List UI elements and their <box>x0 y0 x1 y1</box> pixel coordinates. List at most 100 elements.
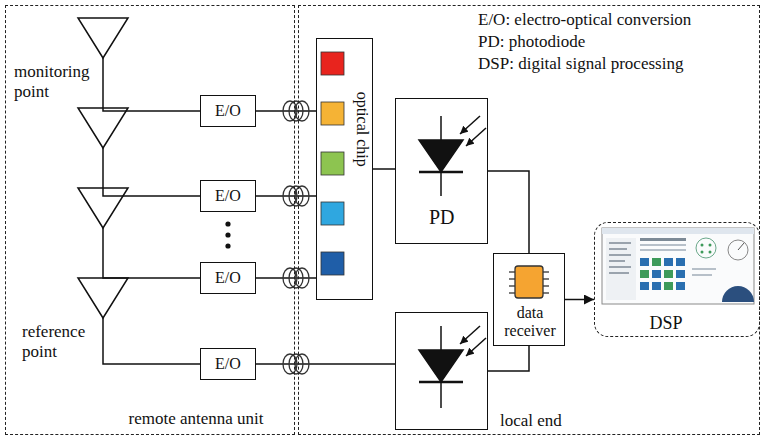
dot <box>225 243 230 248</box>
window-frame <box>602 228 754 304</box>
data-block <box>676 270 685 278</box>
chip-pin <box>509 278 515 279</box>
constellation-dot <box>701 251 704 254</box>
antenna-wire <box>103 58 200 111</box>
plot-line <box>692 268 716 270</box>
node-label: E/O <box>215 355 241 373</box>
spectrum-dome <box>722 286 754 302</box>
photodiode-symbol <box>419 116 486 196</box>
panel-line <box>609 242 631 244</box>
photodiode-box: PD <box>395 98 488 244</box>
diode-triangle <box>419 140 463 172</box>
receiver-chip-icon <box>509 266 549 298</box>
window-titlebar <box>602 228 754 234</box>
signal-line <box>256 110 316 112</box>
constellation-dot <box>709 251 712 254</box>
signal-line <box>488 171 529 253</box>
data-block <box>664 270 673 278</box>
antenna-symbol <box>78 278 128 318</box>
data-block <box>640 258 649 266</box>
node-label: PD <box>429 206 455 229</box>
table-line <box>640 244 686 246</box>
fiber-coil <box>289 354 303 374</box>
plot-line <box>692 274 712 276</box>
panel-line <box>609 248 627 250</box>
side-panel <box>606 238 636 300</box>
data-block <box>652 270 661 278</box>
table-line <box>640 249 686 251</box>
abbreviation-note: DSP: digital signal processing <box>478 54 683 74</box>
data-block <box>676 282 685 290</box>
chip-box: optical chip <box>316 38 373 300</box>
processing-panel: DSP <box>594 222 760 337</box>
light-arrow <box>466 338 486 356</box>
channel-square <box>321 52 344 75</box>
chip-channels <box>321 52 344 275</box>
chip-pin <box>509 292 515 293</box>
chip-pin <box>509 285 515 286</box>
chip-body <box>515 266 543 298</box>
gauge-needle <box>738 243 744 250</box>
converter-box: E/O <box>200 95 256 127</box>
gauge <box>728 240 748 260</box>
constellation-dot <box>701 244 704 247</box>
light-arrow <box>460 116 480 134</box>
light-arrow <box>460 326 480 344</box>
fiber-coil <box>289 101 303 121</box>
node-label: E/O <box>215 269 241 287</box>
antenna-symbol <box>78 108 128 148</box>
diode-lead <box>440 116 442 140</box>
data-block <box>676 258 685 266</box>
node-label: E/O <box>215 102 241 120</box>
chip-pin <box>509 271 515 272</box>
chip-pin <box>543 292 549 293</box>
dsp-screenshot <box>602 228 754 304</box>
converter-box: E/O <box>200 348 256 380</box>
data-block <box>652 258 661 266</box>
chip-pin <box>543 285 549 286</box>
photodiode-box <box>395 312 488 430</box>
antenna-label: monitoring point <box>14 62 104 101</box>
channel-square <box>321 202 344 225</box>
fiber-coils <box>283 101 309 374</box>
antenna-wire <box>103 228 200 278</box>
antenna-wire <box>103 318 200 364</box>
fiber-coil <box>289 186 303 206</box>
signal-line <box>256 195 316 197</box>
antenna-wire <box>103 148 200 196</box>
constellation-dot <box>709 244 712 247</box>
node-label: E/O <box>215 187 241 205</box>
chip-pin <box>543 278 549 279</box>
signal-line <box>565 299 594 301</box>
constellation-plot <box>696 238 716 258</box>
antenna-group <box>78 18 200 364</box>
channel-square <box>321 252 344 275</box>
data-block <box>664 282 673 290</box>
diode-lead <box>440 382 442 408</box>
panel-line <box>609 254 631 256</box>
dot <box>225 221 230 226</box>
photodiode-symbol <box>419 326 486 408</box>
channel-square <box>321 102 344 125</box>
signal-line <box>488 346 529 371</box>
panel-line <box>609 272 629 274</box>
light-arrow <box>466 128 486 146</box>
signal-line <box>373 168 395 170</box>
diode-lead <box>440 172 442 196</box>
node-label: data receiver <box>497 304 563 341</box>
data-block <box>652 282 661 290</box>
panel-line <box>609 260 625 262</box>
signal-line <box>256 363 395 365</box>
receiver-box: data receiver <box>493 253 565 346</box>
ellipsis-dots <box>225 221 230 248</box>
table-line <box>640 238 686 241</box>
data-block <box>640 282 649 290</box>
antenna-symbol <box>78 188 128 228</box>
data-block <box>640 270 649 278</box>
antenna-label: reference point <box>22 322 102 361</box>
fiber-coil <box>289 268 303 288</box>
diode-lead <box>440 326 442 350</box>
converter-box: E/O <box>200 180 256 212</box>
abbreviation-note: E/O: electro-optical conversion <box>478 10 691 30</box>
